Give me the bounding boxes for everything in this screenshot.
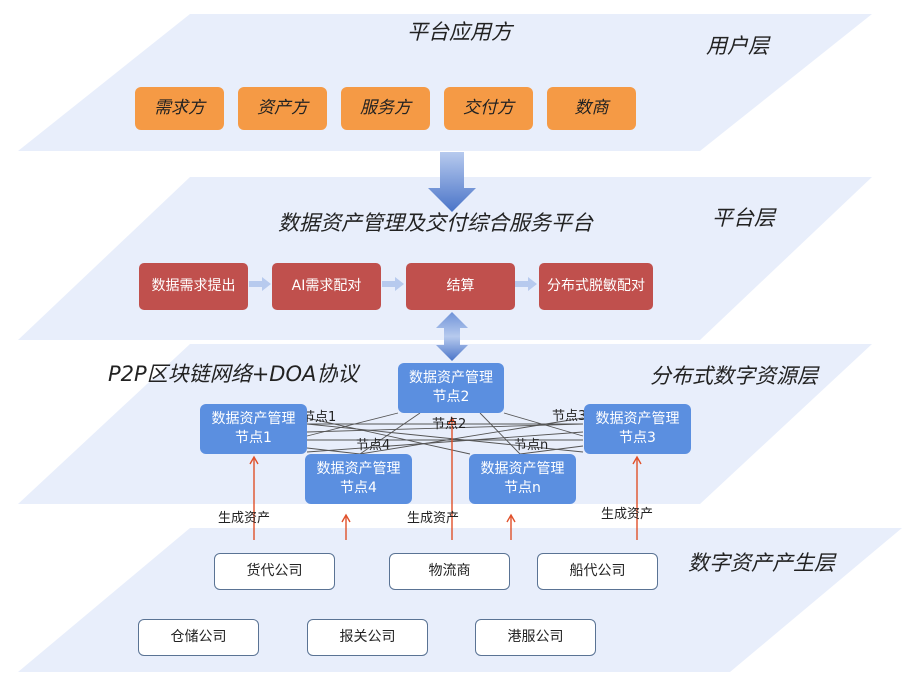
user-box-data-merchant: 数商 [547,87,636,130]
platform-title: 数据资产管理及交付综合服务平台 [278,211,593,235]
arrow-label-right: 生成资产 [601,507,654,522]
distributed-title: P2P区块链网络+DOA协议 [108,362,359,386]
bidirectional-arrow-icon [436,312,468,361]
node-2: 数据资产管理节点2 [398,363,504,413]
edge-label-node4: 节点4 [356,438,391,453]
user-layer-label: 用户层 [706,34,769,58]
distributed-layer-label: 分布式数字资源层 [650,364,818,388]
down-arrow-icon [428,152,476,212]
arrow-label-left: 生成资产 [218,511,271,526]
company-warehousing: 仓储公司 [138,619,259,656]
platform-layer-label: 平台层 [712,206,775,230]
company-shipping-agent: 船代公司 [537,553,658,590]
user-box-service: 服务方 [341,87,430,130]
company-port-services: 港服公司 [475,619,596,656]
platform-flow-arrows [249,277,537,291]
user-layer-plane [18,14,872,151]
arrow-label-center: 生成资产 [407,511,460,526]
production-layer-label: 数字资产产生层 [688,551,835,575]
company-customs-broker: 报关公司 [307,619,428,656]
user-box-asset: 资产方 [238,87,327,130]
platform-step-ai-match: AI需求配对 [272,263,381,310]
platform-step-demand: 数据需求提出 [139,263,248,310]
node-mesh-lines [306,412,584,455]
platform-step-settlement: 结算 [406,263,515,310]
user-box-demand: 需求方 [135,87,224,130]
user-layer-title: 平台应用方 [407,20,512,44]
company-freight-forwarder: 货代公司 [214,553,335,590]
node-n: 数据资产管理节点n [469,454,576,504]
edge-label-node2: 节点2 [432,417,467,432]
generate-asset-arrows [249,416,642,540]
node-4: 数据资产管理节点4 [305,454,412,504]
edge-label-node3: 节点3 [552,409,587,424]
edge-label-noden: 节点n [514,438,549,453]
platform-step-desensitize: 分布式脱敏配对 [539,263,653,310]
edge-label-node1: 节点1 [302,410,337,425]
company-logistics: 物流商 [389,553,510,590]
node-1: 数据资产管理节点1 [200,404,307,454]
node-3: 数据资产管理节点3 [584,404,691,454]
user-box-delivery: 交付方 [444,87,533,130]
